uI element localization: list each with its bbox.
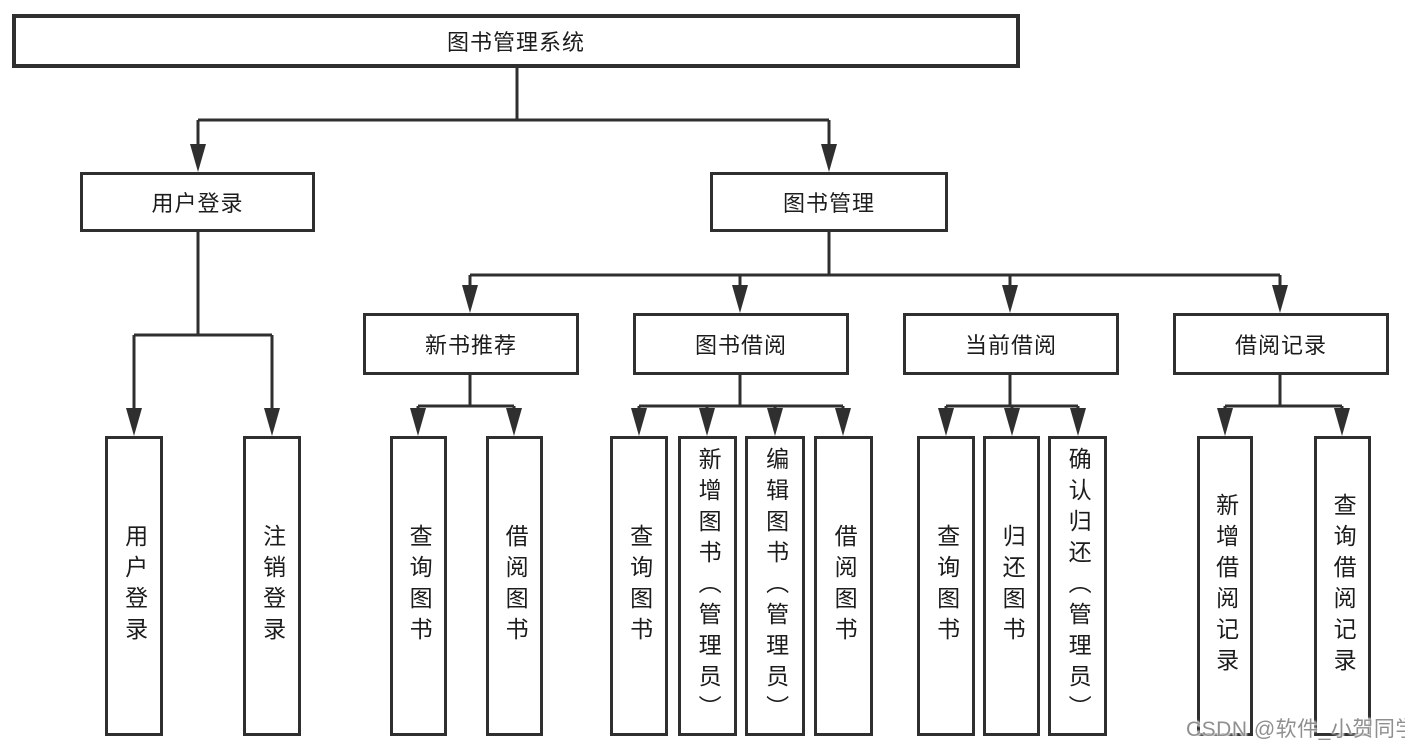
leaf-user-login-label: 用户登录 <box>121 524 148 648</box>
node-user-login: 用户登录 <box>80 172 315 232</box>
leaf-edit-books-admin-label: 编辑图书（管理员） <box>762 446 789 726</box>
leaf-query-books-recommend: 查询图书 <box>390 436 447 736</box>
csdn-watermark: CSDN @软件_小贺同学 <box>1186 718 1405 741</box>
leaf-borrow-books-recommend: 借阅图书 <box>486 436 543 736</box>
node-borrowing-records-label: 借阅记录 <box>1234 333 1327 358</box>
node-library-management-system-label: 图书管理系统 <box>446 30 585 55</box>
node-book-management-label: 图书管理 <box>782 191 875 216</box>
leaf-query-books-borrowing: 查询图书 <box>610 436 668 736</box>
leaf-confirm-return-admin: 确认归还（管理员） <box>1048 436 1107 736</box>
node-user-login-label: 用户登录 <box>151 191 244 216</box>
node-new-book-recommendation-label: 新书推荐 <box>424 333 517 358</box>
node-current-borrowing: 当前借阅 <box>903 313 1119 375</box>
leaf-query-borrow-record-label: 查询借阅记录 <box>1330 493 1357 679</box>
leaf-user-login: 用户登录 <box>105 436 163 736</box>
node-book-borrowing: 图书借阅 <box>633 313 849 375</box>
node-new-book-recommendation: 新书推荐 <box>363 313 579 375</box>
leaf-query-books-current: 查询图书 <box>917 436 975 736</box>
leaf-confirm-return-admin-label: 确认归还（管理员） <box>1065 446 1092 726</box>
leaf-edit-books-admin: 编辑图书（管理员） <box>745 436 805 736</box>
leaf-logout-label: 注销登录 <box>259 524 286 648</box>
leaf-query-books-current-label: 查询图书 <box>933 524 960 648</box>
leaf-logout: 注销登录 <box>243 436 301 736</box>
leaf-add-books-admin-label: 新增图书（管理员） <box>695 446 722 726</box>
leaf-query-borrow-record: 查询借阅记录 <box>1314 436 1371 736</box>
leaf-query-books-borrowing-label: 查询图书 <box>626 524 653 648</box>
leaf-borrow-books: 借阅图书 <box>814 436 873 736</box>
leaf-add-borrow-record-label: 新增借阅记录 <box>1212 493 1239 679</box>
arrowheads <box>126 144 1350 436</box>
node-borrowing-records: 借阅记录 <box>1173 313 1389 375</box>
leaf-query-books-recommend-label: 查询图书 <box>406 524 433 648</box>
leaf-return-books: 归还图书 <box>983 436 1040 736</box>
node-current-borrowing-label: 当前借阅 <box>964 333 1057 358</box>
leaf-return-books-label: 归还图书 <box>999 524 1026 648</box>
leaf-borrow-books-recommend-label: 借阅图书 <box>502 524 529 648</box>
node-book-management: 图书管理 <box>710 172 948 232</box>
node-library-management-system: 图书管理系统 <box>12 14 1020 68</box>
leaf-add-books-admin: 新增图书（管理员） <box>678 436 737 736</box>
node-book-borrowing-label: 图书借阅 <box>694 333 787 358</box>
leaf-borrow-books-label: 借阅图书 <box>831 524 858 648</box>
leaf-add-borrow-record: 新增借阅记录 <box>1197 436 1253 736</box>
